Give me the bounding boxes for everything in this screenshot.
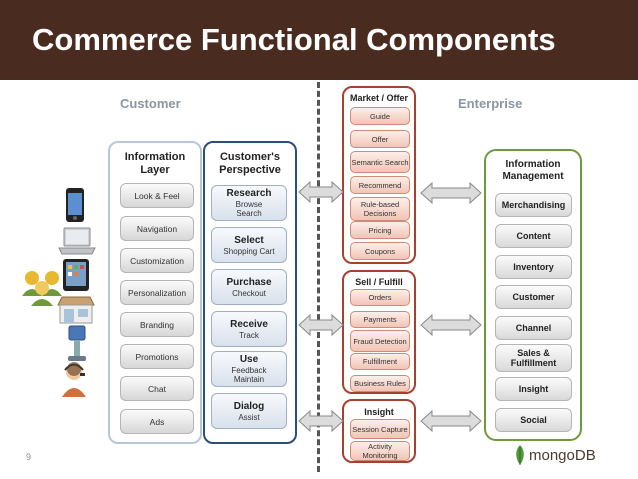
sell-fulfill-panel: Sell / Fulfill Orders Payments Fraud Det… xyxy=(342,270,416,394)
customer-perspective-panel: Customer's Perspective Research Browse S… xyxy=(203,141,297,444)
double-arrow-icon xyxy=(298,314,344,336)
select-box: Select Shopping Cart xyxy=(211,227,287,263)
social-box: Social xyxy=(495,408,572,432)
double-arrow-icon xyxy=(298,410,344,432)
inventory-box: Inventory xyxy=(495,255,572,279)
insight-panel: Insight Session Capture Activity Monitor… xyxy=(342,399,416,463)
dialog-box: Dialog Assist xyxy=(211,393,287,429)
receive-title: Receive xyxy=(230,318,268,330)
research-box: Research Browse Search xyxy=(211,185,287,221)
information-layer-panel: Information Layer Look & Feel Navigation… xyxy=(108,141,202,444)
dialog-sub: Assist xyxy=(238,412,260,422)
recommend-box: Recommend xyxy=(350,176,410,194)
sales-fulfillment-box: Sales & Fulfillment xyxy=(495,344,572,372)
customer-box: Customer xyxy=(495,285,572,309)
dialog-title: Dialog xyxy=(233,400,265,412)
research-sub: Browse Search xyxy=(235,200,263,218)
insight-title: Insight xyxy=(364,407,394,417)
double-arrow-icon xyxy=(298,181,344,203)
activity-monitoring-box: Activity Monitoring xyxy=(350,441,410,461)
payments-box: Payments xyxy=(350,311,410,328)
receive-sub: Track xyxy=(239,330,259,340)
title-bar: Commerce Functional Components xyxy=(0,0,638,80)
use-title: Use xyxy=(239,354,259,365)
promotions-box: Promotions xyxy=(120,344,194,369)
laptop-icon xyxy=(58,227,96,255)
pricing-box: Pricing xyxy=(350,221,410,239)
information-management-panel: Information Management Merchandising Con… xyxy=(484,149,582,441)
purchase-box: Purchase Checkout xyxy=(211,269,287,305)
offer-box: Offer xyxy=(350,130,410,148)
use-sub: Feedback Maintain xyxy=(231,366,267,384)
chat-box: Chat xyxy=(120,376,194,401)
select-title: Select xyxy=(234,234,264,246)
guide-box: Guide xyxy=(350,107,410,125)
research-title: Research xyxy=(226,188,272,199)
session-capture-box: Session Capture xyxy=(350,419,410,439)
personalization-box: Personalization xyxy=(120,280,194,305)
channel-box: Channel xyxy=(495,316,572,340)
market-offer-panel: Market / Offer Guide Offer Semantic Sear… xyxy=(342,86,416,264)
store-icon xyxy=(57,296,95,324)
kiosk-icon xyxy=(68,325,86,361)
slide-title: Commerce Functional Components xyxy=(32,22,556,57)
select-sub: Shopping Cart xyxy=(223,246,275,256)
merchandising-box: Merchandising xyxy=(495,193,572,217)
logo-text: mongoDB xyxy=(529,446,596,464)
smartphone-icon xyxy=(66,188,84,222)
call-center-agent-icon xyxy=(62,362,86,397)
purchase-title: Purchase xyxy=(226,276,272,288)
look-and-feel-box: Look & Feel xyxy=(120,183,194,208)
double-arrow-icon xyxy=(420,410,482,432)
tablet-icon xyxy=(63,259,89,291)
semantic-search-box: Semantic Search xyxy=(350,151,410,173)
customer-label: Customer xyxy=(120,96,181,111)
double-arrow-icon xyxy=(420,314,482,336)
rule-based-decisions-box: Rule-based Decisions xyxy=(350,197,410,221)
customer-perspective-title: Customer's Perspective xyxy=(219,151,281,176)
orders-box: Orders xyxy=(350,289,410,306)
customer-enterprise-divider xyxy=(317,82,320,472)
page-number: 9 xyxy=(26,452,32,462)
purchase-sub: Checkout xyxy=(232,288,266,298)
enterprise-label: Enterprise xyxy=(458,96,523,111)
customization-box: Customization xyxy=(120,248,194,273)
business-rules-box: Business Rules xyxy=(350,375,410,392)
mongodb-logo: mongoDB xyxy=(514,444,596,466)
sell-fulfill-title: Sell / Fulfill xyxy=(355,277,403,287)
leaf-icon xyxy=(516,445,524,465)
information-layer-title: Information Layer xyxy=(124,151,186,176)
insight-mgmt-box: Insight xyxy=(495,377,572,401)
people-group-icon xyxy=(22,271,62,306)
coupons-box: Coupons xyxy=(350,242,410,260)
use-box: Use Feedback Maintain xyxy=(211,351,287,387)
receive-box: Receive Track xyxy=(211,311,287,347)
information-management-title: Information Management xyxy=(502,159,564,182)
ads-box: Ads xyxy=(120,409,194,434)
double-arrow-icon xyxy=(420,182,482,204)
navigation-box: Navigation xyxy=(120,216,194,241)
content-box: Content xyxy=(495,224,572,248)
market-offer-title: Market / Offer xyxy=(349,93,409,103)
fraud-detection-box: Fraud Detection xyxy=(350,330,410,352)
fulfillment-box: Fulfillment xyxy=(350,353,410,370)
branding-box: Branding xyxy=(120,312,194,337)
